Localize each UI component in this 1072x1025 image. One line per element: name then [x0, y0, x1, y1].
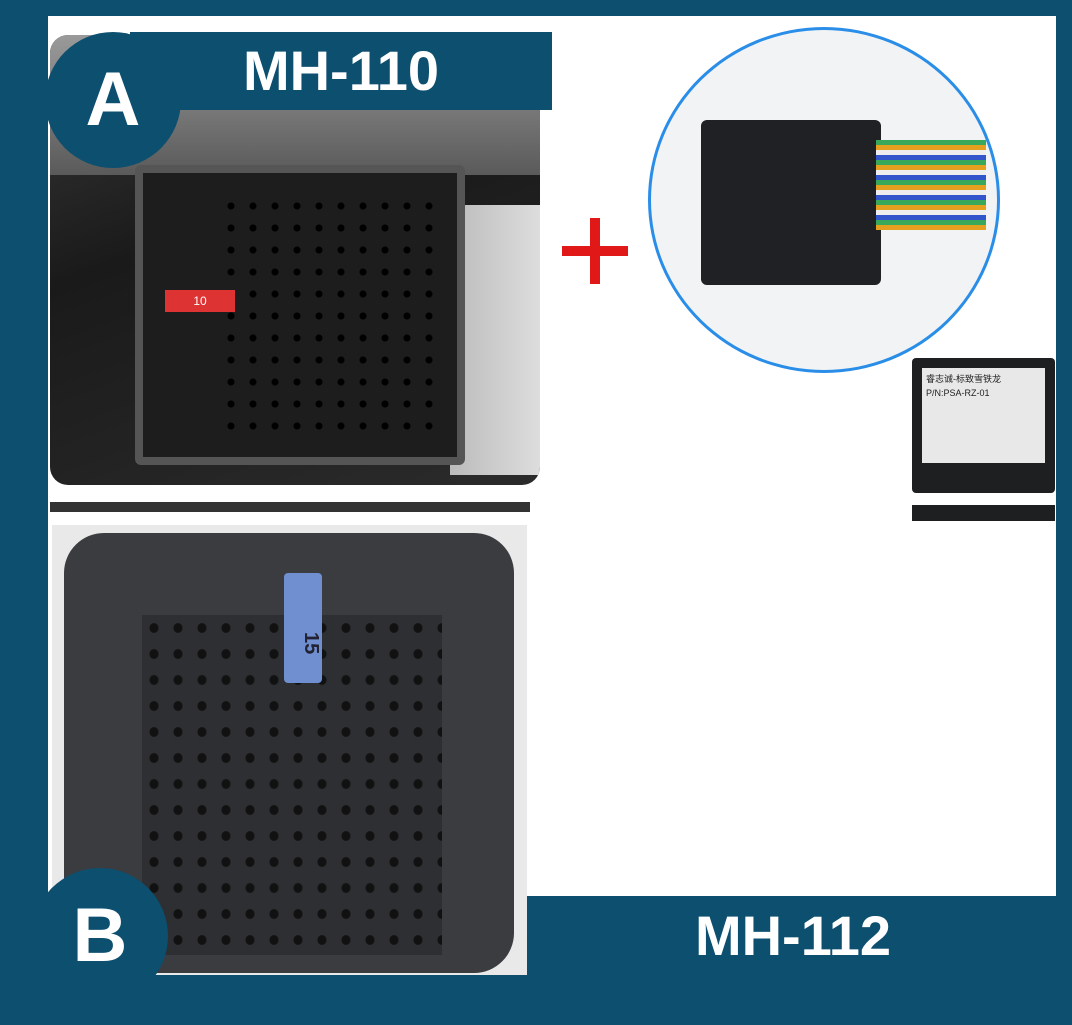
- adapter-connector: [701, 120, 881, 285]
- module-brand: 睿志诚-标致雪铁龙: [926, 374, 1001, 384]
- module-base: [912, 505, 1055, 521]
- module-part-number: P/N:PSA-RZ-01: [926, 388, 990, 398]
- badge-b: B: [32, 868, 168, 1004]
- adapter-wires: [876, 140, 986, 230]
- model-label-b: MH-112: [530, 896, 1056, 976]
- connector-pins: [142, 615, 442, 955]
- divider: [50, 502, 530, 512]
- frame-left-strip: [32, 16, 48, 976]
- module-label: 睿志诚-标致雪铁龙 P/N:PSA-RZ-01: [922, 368, 1045, 463]
- badge-a: A: [45, 32, 181, 168]
- adapter-photo-circle: [648, 27, 1000, 373]
- connector-pins: [220, 195, 440, 435]
- model-label-a: MH-110: [130, 32, 552, 110]
- fuse-15: 15: [284, 573, 322, 683]
- canbus-module: 睿志诚-标致雪铁龙 P/N:PSA-RZ-01: [912, 358, 1055, 493]
- fuse-10: 10: [165, 290, 235, 312]
- plus-icon: [562, 218, 628, 284]
- metal-plate: [450, 205, 540, 475]
